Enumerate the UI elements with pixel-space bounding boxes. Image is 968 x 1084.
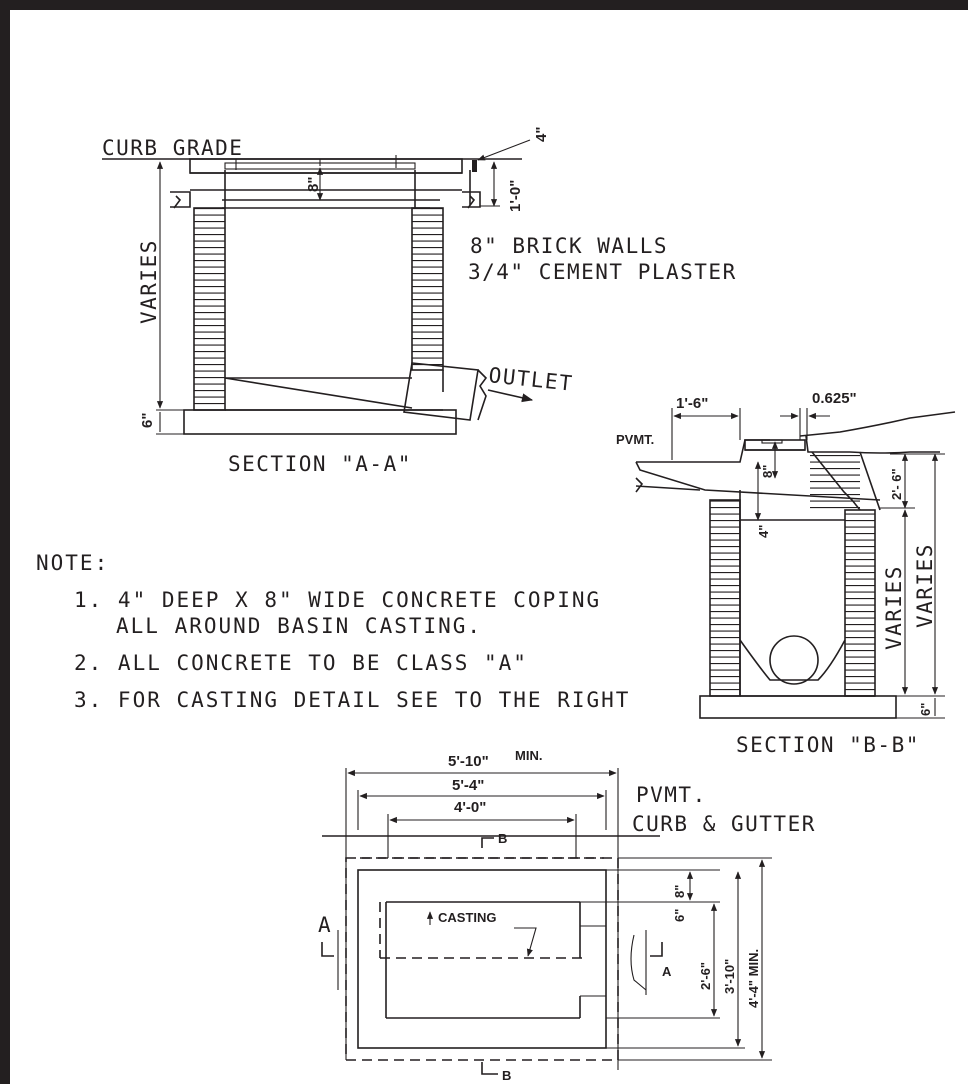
dim-4-top: 4": [533, 127, 550, 142]
dim-4-4-plan: 4'-4" MIN.: [746, 949, 761, 1008]
plan-view: [321, 768, 772, 1075]
curb-grade-label: CURB GRADE: [102, 136, 243, 160]
dim-8-plan: 8": [672, 885, 687, 898]
casting-label: CASTING: [438, 910, 497, 925]
dim-1-6: 1'-6": [676, 395, 708, 412]
note-1: 1. 4" DEEP X 8" WIDE CONCRETE COPING: [74, 588, 601, 612]
outlet-label: OUTLET: [487, 363, 574, 396]
section-b-b: [635, 408, 956, 719]
cut-b-top: B: [498, 831, 507, 846]
cut-a-right: A: [662, 964, 672, 979]
varies-label-b1: VARIES: [882, 565, 906, 650]
section-b-title: SECTION "B-B": [736, 733, 920, 757]
pvmt-label-b: PVMT.: [616, 432, 654, 447]
note-2: 2. ALL CONCRETE TO BE CLASS "A": [74, 651, 528, 675]
varies-label-a: VARIES: [137, 239, 161, 324]
note-3: 3. FOR CASTING DETAIL SEE TO THE RIGHT: [74, 688, 630, 712]
curb-gutter-label: CURB & GUTTER: [632, 812, 816, 836]
dim-8-b: 8": [760, 465, 775, 478]
dim-2-6-plan: 2'-6": [698, 962, 713, 990]
cut-a-left: A: [318, 913, 332, 937]
note-1b: ALL AROUND BASIN CASTING.: [116, 614, 482, 638]
dim-2-6-b: 2'- 6": [889, 468, 904, 500]
varies-label-b2: VARIES: [913, 543, 937, 628]
cut-b-bottom: B: [502, 1068, 511, 1083]
brick-walls-note: 8" BRICK WALLS: [470, 234, 668, 258]
dim-5-4: 5'-4": [452, 777, 484, 794]
dim-4-b: 4": [756, 525, 771, 538]
dim-8-top: 8": [305, 177, 322, 192]
dim-6-b: 6": [918, 703, 933, 716]
dim-3-10-plan: 3'-10": [722, 959, 737, 994]
section-a-a: [102, 139, 534, 435]
note-heading: NOTE:: [36, 551, 109, 575]
dim-4-0: 4'-0": [454, 799, 486, 816]
dim-6-a: 6": [139, 413, 156, 428]
pvmt-label-plan: PVMT.: [636, 783, 707, 807]
section-a-title: SECTION "A-A": [228, 452, 412, 476]
cement-plaster-note: 3/4" CEMENT PLASTER: [468, 260, 737, 284]
min-label-top: MIN.: [515, 748, 542, 763]
dim-1-0: 1'-0": [507, 180, 524, 212]
dim-6-plan: 6": [672, 909, 687, 922]
dim-5-10: 5'-10": [448, 753, 489, 770]
dim-0625: 0.625": [812, 390, 857, 407]
